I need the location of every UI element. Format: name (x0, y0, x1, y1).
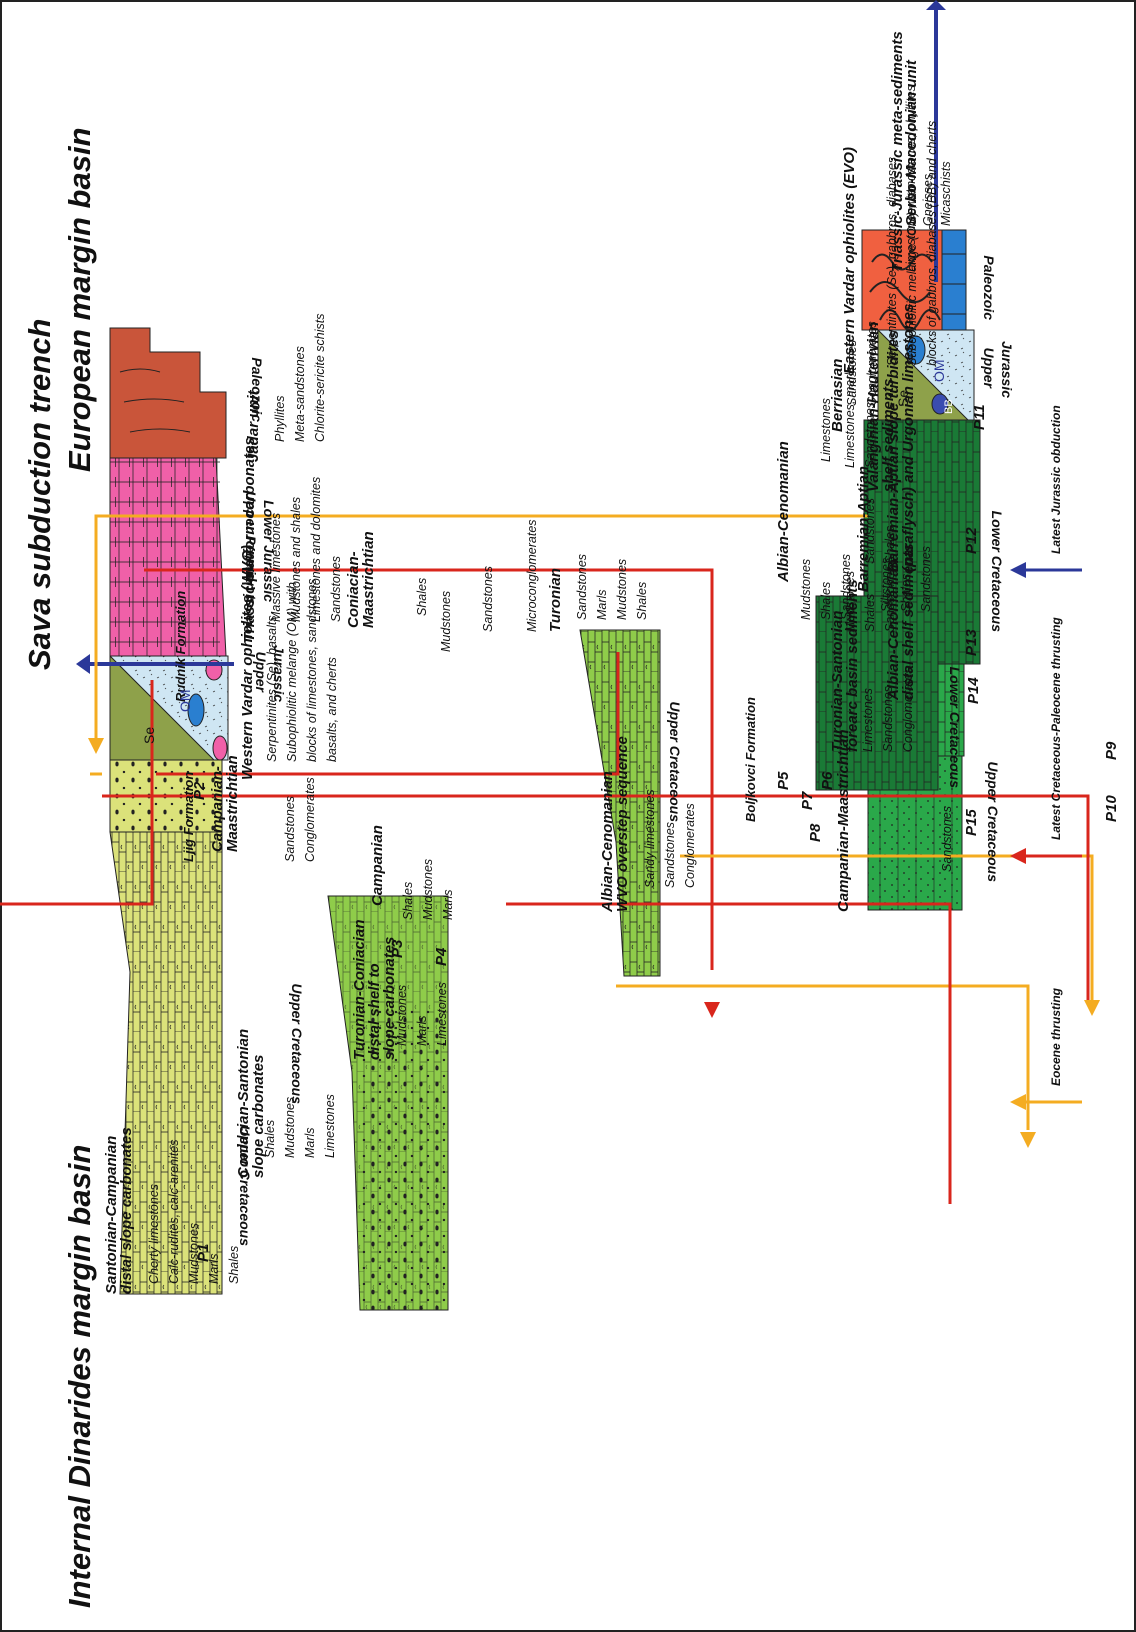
euro-age-lower-cretaceous: Lower Cretaceous (989, 510, 1005, 632)
internal-unit-jadar-items: Phyllites Meta-sandstones Chlorite-seric… (273, 313, 327, 442)
internal-unit-jadar: Jadar unit (245, 390, 262, 462)
title-internal: Internal Dinarides margin basin (62, 1144, 97, 1608)
boljkovci-column (815, 595, 939, 791)
internal-unit-turonian: Turonian-Coniacian distal shelf to slope… (351, 919, 398, 1060)
ljig-p4: P4 (433, 947, 450, 966)
internal-unit-albian: Albian-Cenomanian WVO overstep sequence (599, 736, 631, 912)
internal-om-label: OM (177, 689, 193, 712)
boljkovci-p6: P6 (819, 771, 836, 790)
euro-age-upper: Upper (981, 347, 997, 388)
boljkovci-formation-label: Boljkovci Formation (743, 697, 758, 822)
rudnik-items2: Sandstones Marls Mudstones Shales (575, 553, 649, 620)
internal-se-label: Se (141, 726, 157, 744)
orange-thrust-2 (680, 854, 1094, 1000)
ljig-h2: Campanian (369, 825, 386, 906)
boljkovci-p5: P5 (775, 771, 792, 790)
legend-orange-label: Eocene thrusting (1049, 987, 1063, 1086)
boljkovci-p7: P7 (799, 791, 816, 810)
internal-unit-triassic: Triassic platform carbonates (241, 437, 258, 642)
euro-unit-serbo: Serbo-Macedonian unit Gneisses Micaschis… (903, 60, 953, 226)
red-thrust-1 (144, 568, 714, 970)
rudnik-p10: P10 (1103, 795, 1120, 822)
internal-unit-santonian-items: Cherty limestones Calc-rudites, calc-are… (147, 1139, 241, 1285)
orange-thrust-1 (94, 514, 868, 738)
ljig-column (327, 895, 449, 1311)
boljkovci-age: Lower Cretaceous (947, 666, 963, 788)
title-european: European margin basin (62, 127, 97, 472)
internal-dinarides-column (76, 327, 234, 1295)
internal-unit-albian-items: Sandy limestones Sandstones Conglomerate… (643, 789, 697, 888)
legend (1010, 562, 1082, 1110)
internal-unit-coniacian-items: Shales Mudstones Marls Limestones (263, 1094, 337, 1158)
internal-serpentinite (109, 654, 216, 761)
title-sava: Sava subduction trench (22, 318, 57, 670)
euro-age-upper-cretaceous: Upper Cretaceous (985, 761, 1001, 882)
ljig-h1: Campanian- Maastrichtian (209, 755, 241, 852)
euro-p14: P14 (965, 677, 982, 704)
internal-p2: P2 (191, 781, 208, 800)
boljkovci-h2: Barremian-Aptian (855, 466, 872, 592)
rudnik-p9: P9 (1103, 741, 1120, 760)
ljig-age: Upper Cretaceous (289, 983, 305, 1104)
legend-blue-label: Latest Jurassic obduction (1049, 405, 1063, 554)
legend-red-label: Latest Cretaceous-Paleocene thrusting (1049, 617, 1063, 840)
boljkovci-p8: P8 (807, 823, 824, 842)
euro-p11: P11 (971, 404, 988, 430)
rudnik-column (579, 629, 661, 977)
rudnik-items1: Shales (415, 577, 429, 616)
euro-unit-campanian: Campanian-Maastrichtian Sandstones (835, 729, 954, 912)
euro-triassic-unit (941, 229, 967, 331)
euro-age-jurassic: Jurassic (999, 341, 1015, 398)
euro-p15: P15 (963, 809, 980, 836)
rudnik-h2: Turonian (547, 568, 564, 632)
boljkovci-items1: Mudstones Shales Sandstones (799, 553, 853, 620)
boljkovci-h1: Albian-Cenomanian (775, 441, 792, 582)
red-thrust-2 (506, 902, 952, 1204)
rudnik-sandstones: Sandstones (481, 565, 495, 632)
euro-unit-evo: Eastern Vardar ophiolites (EVO) (841, 147, 858, 374)
ljig-items1: Sandstones Conglomerates (283, 777, 317, 862)
rudnik-formation-label: Rudnik Formation (173, 590, 188, 702)
euro-age-paleozoic: Paleozoic (981, 255, 997, 320)
internal-unit-turonian-items: Mudstones Marls Limestones (395, 982, 449, 1046)
internal-jadar-unit (109, 327, 227, 459)
euro-bb-label: BB (943, 399, 955, 414)
euro-p12: P12 (963, 527, 980, 554)
ljig-items2: Shales Mudstones Marls (401, 858, 455, 920)
rudnik-microconglomerates: Microconglomerates (525, 519, 539, 632)
euro-p13: P13 (963, 629, 980, 656)
internal-unit-triassic-items: Massive limestones Mudstones and shales … (269, 476, 343, 622)
boljkovci-items2: Siltstones Shales Sandstones (879, 545, 933, 612)
rudnik-h1: Coniacian- Maastrichtian (345, 531, 377, 628)
rudnik-mudstones: Mudstones (439, 590, 453, 652)
